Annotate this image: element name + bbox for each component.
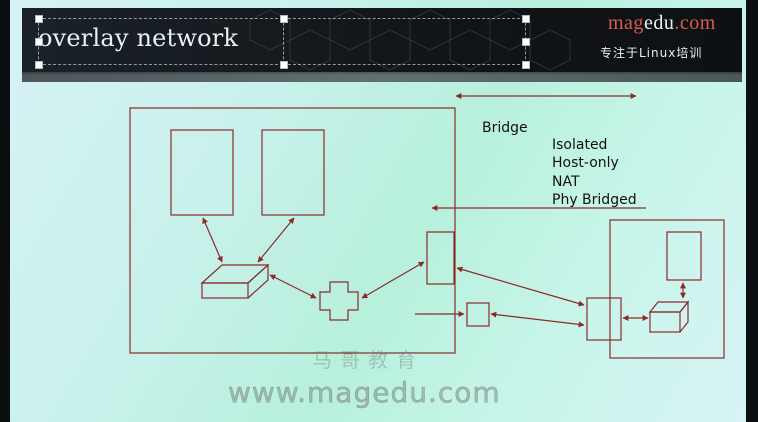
- mode-host-only: Host-only: [552, 155, 619, 171]
- watermark-cn: 马哥教育: [312, 348, 424, 372]
- selection-border-bottom-2: [283, 64, 525, 65]
- resize-handle-bl[interactable]: [35, 61, 43, 69]
- host-nic: [426, 231, 455, 285]
- remote-switch: [648, 300, 690, 333]
- router-cross: [319, 281, 359, 321]
- vm-box-2: [261, 129, 325, 216]
- selection-border-top-2: [283, 18, 525, 19]
- mode-phy-bridged: Phy Bridged: [552, 192, 637, 208]
- brand-tagline: 专注于Linux培训: [600, 46, 703, 60]
- host-box: [129, 107, 456, 354]
- resize-handle-tm[interactable]: [280, 15, 288, 23]
- slide-title[interactable]: overlay network: [38, 24, 239, 52]
- resize-handle-tl[interactable]: [35, 15, 43, 23]
- resize-handle-bm[interactable]: [280, 61, 288, 69]
- resize-handle-br[interactable]: [522, 61, 530, 69]
- header-strip: [22, 72, 742, 82]
- mode-nat: NAT: [552, 174, 580, 190]
- brand-logo: magedu.com: [608, 12, 716, 34]
- selection-border-right: [283, 18, 284, 64]
- resize-handle-tr[interactable]: [522, 15, 530, 23]
- bridge-label: Bridge: [482, 120, 528, 136]
- watermark-url: www.magedu.com: [228, 376, 501, 410]
- remote-vm: [666, 231, 702, 281]
- remote-host-box: [609, 219, 725, 359]
- mode-isolated: Isolated: [552, 137, 608, 153]
- remote-nic: [586, 297, 622, 341]
- virtual-switch: [200, 263, 270, 299]
- selection-border-bottom: [38, 64, 283, 65]
- physical-switch: [466, 302, 490, 327]
- resize-handle-mr[interactable]: [522, 38, 530, 46]
- resize-handle-ml[interactable]: [35, 38, 43, 46]
- selection-border-top: [38, 18, 283, 19]
- vm-box-1: [170, 129, 234, 216]
